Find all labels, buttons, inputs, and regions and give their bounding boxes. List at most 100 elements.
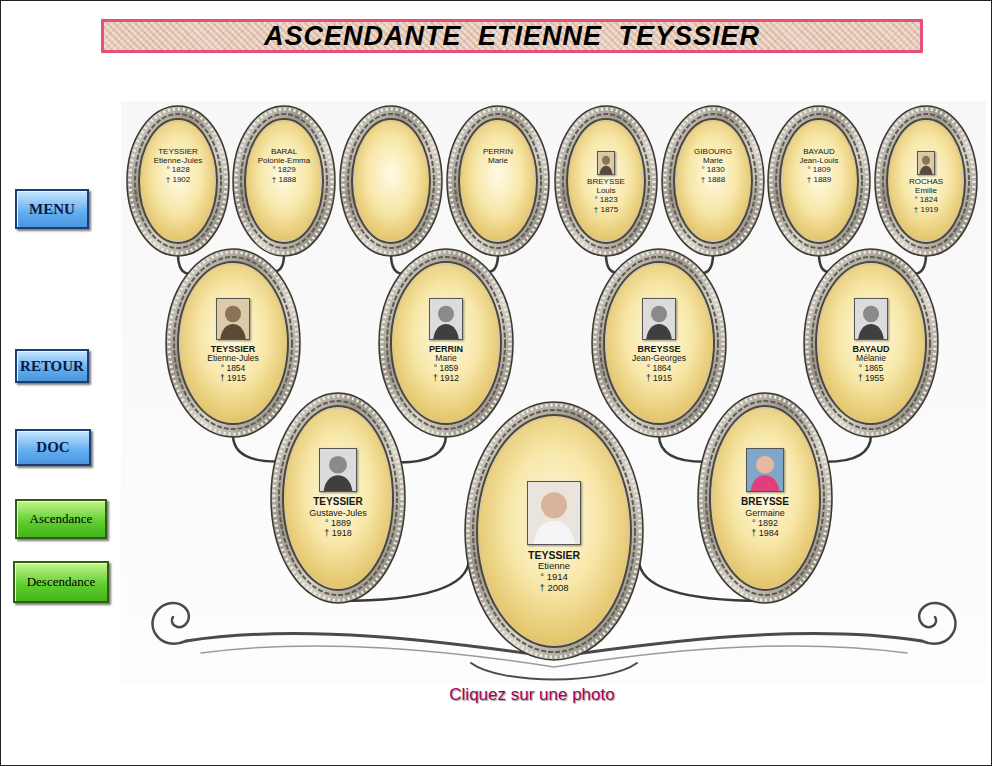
- birth-date: ° 1889: [325, 518, 351, 528]
- death-date: † 1984: [751, 528, 779, 538]
- frame-outer: [592, 249, 726, 437]
- lineage-connector: [701, 254, 713, 273]
- lineage-connector: [914, 254, 926, 274]
- portrait-head: [651, 306, 667, 323]
- frame-rope: [461, 121, 535, 241]
- ancestor-frame: BAYAUDJean-Louis° 1809† 1889: [767, 105, 871, 257]
- frame-inner: [674, 119, 752, 243]
- death-date: † 1915: [646, 374, 672, 384]
- name-block: TEYSSIEREtienne° 1914† 2008: [464, 549, 644, 594]
- title-banner: ASCENDANTE ETIENNE TEYSSIER: [101, 19, 923, 53]
- portrait-head: [602, 156, 610, 165]
- frame-inner: [245, 119, 323, 243]
- nav-button: Descendance: [13, 561, 109, 603]
- name-block: BREYSSEJean-Georges° 1864† 1915: [591, 344, 727, 384]
- portrait-photo: [429, 298, 463, 340]
- frame-inner: [352, 119, 430, 243]
- frame-rope: [606, 264, 712, 422]
- ancestor-frame: BAYAUDMélanie° 1865† 1955: [803, 248, 939, 438]
- surname: BAYAUD: [803, 147, 835, 156]
- frame-filigree: [701, 396, 829, 600]
- name-block: BAYAUDJean-Louis° 1809† 1889: [767, 147, 871, 184]
- portrait-photo: [746, 448, 784, 492]
- portrait-head: [329, 456, 347, 474]
- name-block: BREYSSEGermaine° 1892† 1984: [697, 496, 833, 539]
- given-name: Etienne: [538, 561, 570, 572]
- lineage-connector: [391, 254, 403, 274]
- surname: ROCHAS: [909, 177, 943, 186]
- portrait-body: [920, 166, 933, 174]
- frame-beads: [883, 114, 969, 248]
- tree-panel: [121, 101, 986, 684]
- given-name: Mélanie: [856, 354, 886, 364]
- death-date: † 1915: [220, 374, 246, 384]
- lineage-connector: [826, 435, 871, 462]
- portrait-photo: [642, 298, 676, 340]
- frame-rope: [285, 408, 391, 588]
- portrait-head: [922, 156, 930, 165]
- frame-outer: [271, 393, 405, 603]
- portrait-body: [751, 475, 780, 491]
- portrait-body: [533, 521, 575, 544]
- frame-inner: [604, 262, 714, 424]
- frame-filigree: [382, 252, 510, 434]
- frame-filigree: [878, 109, 974, 253]
- portrait-body: [646, 324, 672, 339]
- frame-inner: [710, 406, 820, 590]
- frame-outer: [166, 249, 300, 437]
- name-block: ROCHASEmilie° 1824† 1919: [874, 177, 978, 214]
- button-label: DOC: [36, 439, 69, 456]
- frame-outer: [698, 393, 832, 603]
- portrait-photo: [597, 151, 615, 175]
- lineage-connector: [233, 435, 277, 462]
- birth-date: ° 1859: [434, 364, 459, 374]
- frame-beads: [600, 257, 718, 429]
- frame-outer: [379, 249, 513, 437]
- lineage-connector: [399, 435, 446, 462]
- name-block: PERRINMarie: [446, 147, 550, 165]
- frame-inner: [887, 119, 965, 243]
- oval-frame: [591, 248, 727, 438]
- birth-date: ° 1865: [859, 364, 884, 374]
- frame-outer: [804, 249, 938, 437]
- name-block: PERRINMarie° 1859† 1912: [378, 344, 514, 384]
- frame-outer: [662, 106, 764, 256]
- oval-frame: [378, 248, 514, 438]
- portrait-body: [324, 475, 353, 491]
- frame-inner: [477, 415, 631, 647]
- birth-date: ° 1830: [701, 165, 724, 174]
- frame-inner: [178, 262, 288, 424]
- given-name: Etienne-Jules: [207, 354, 259, 364]
- portrait-photo: [527, 481, 581, 545]
- portrait-head: [863, 306, 879, 323]
- name-block: TEYSSIEREtienne-Jules° 1828† 1902: [126, 147, 230, 184]
- frame-filigree: [450, 109, 546, 253]
- portrait-body: [858, 324, 884, 339]
- surname: BAYAUD: [853, 344, 890, 354]
- nav-button: Ascendance: [15, 499, 107, 539]
- frame-outer: [233, 106, 335, 256]
- frame-rope: [782, 121, 856, 241]
- portrait-body: [600, 166, 613, 174]
- given-name: Etienne-Jules: [154, 156, 202, 165]
- frame-filigree: [558, 109, 654, 253]
- frame-outer: [768, 106, 870, 256]
- name-block: BREYSSELouis° 1823† 1875: [554, 177, 658, 214]
- caption: Cliquez sur une photo: [332, 685, 732, 705]
- portrait-photo: [854, 298, 888, 340]
- ancestor-frame: GIBOURGMarie° 1830† 1888: [661, 105, 765, 257]
- birth-date: ° 1823: [594, 195, 617, 204]
- portrait-body: [433, 324, 459, 339]
- frame-beads: [455, 114, 541, 248]
- portrait-silhouette: [747, 449, 783, 491]
- lineage-connector: [606, 254, 617, 273]
- frame-rope: [354, 121, 428, 241]
- surname: TEYSSIER: [313, 496, 362, 508]
- ancestor-frame: PERRINMarie: [446, 105, 550, 257]
- frame-beads: [135, 114, 221, 248]
- birth-date: ° 1854: [221, 364, 246, 374]
- given-name: Jean-Louis: [799, 156, 838, 165]
- frame-rope: [479, 417, 629, 645]
- given-name: Louis: [596, 186, 615, 195]
- portrait-head: [225, 306, 241, 323]
